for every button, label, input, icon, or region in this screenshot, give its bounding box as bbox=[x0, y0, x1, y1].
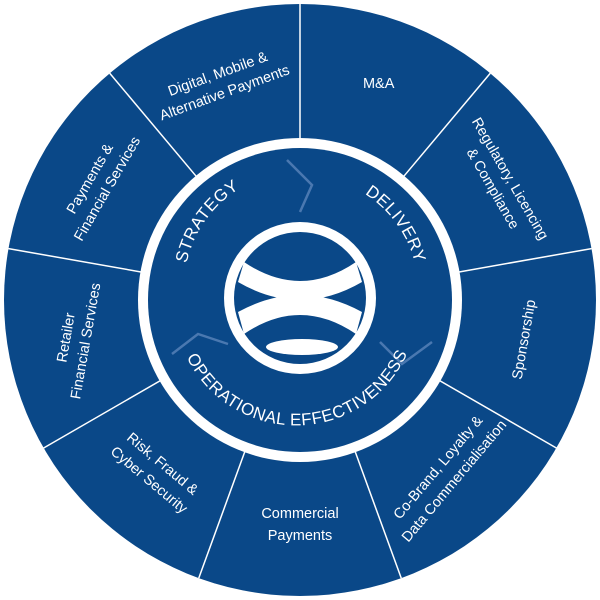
segment-divider bbox=[354, 450, 402, 579]
stylized-ball-logo-icon bbox=[224, 222, 376, 374]
segment-divider bbox=[109, 72, 198, 178]
cycle-separators bbox=[171, 159, 433, 366]
segment-label-line: Payments bbox=[268, 528, 332, 544]
segment-divider bbox=[457, 247, 592, 273]
segment-divider bbox=[402, 72, 491, 178]
separator-top bbox=[286, 159, 314, 213]
segment-divider bbox=[198, 450, 246, 579]
segment-label-line: Commercial bbox=[261, 506, 338, 522]
separator-left bbox=[171, 332, 229, 355]
segment-label: M&A bbox=[363, 76, 395, 92]
segment-dividers bbox=[8, 4, 592, 579]
segment-divider bbox=[43, 379, 162, 449]
segment-divider bbox=[438, 379, 557, 449]
segment-label-line: M&A bbox=[363, 76, 395, 92]
segment-divider bbox=[8, 247, 143, 273]
separator-right bbox=[379, 340, 433, 366]
